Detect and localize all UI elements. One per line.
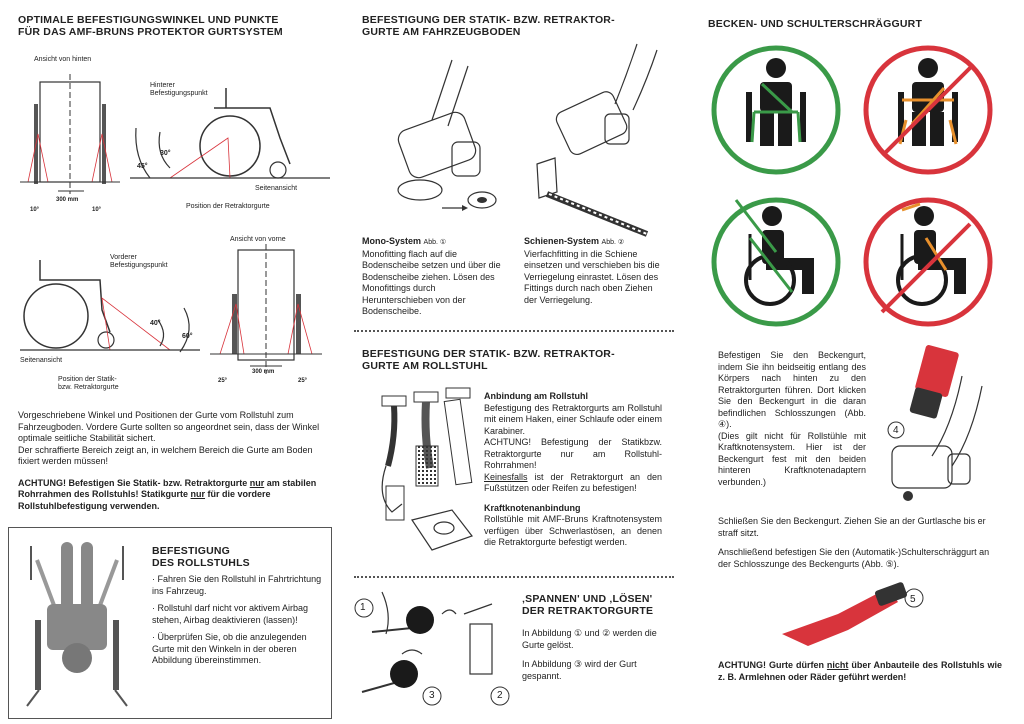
step-1-number: 1 (360, 602, 366, 613)
box-item-1: · Fahren Sie den Rollstuhl in Fahrtricht… (152, 574, 322, 596)
middle-column: BEFESTIGUNG DER STATIK- BZW. RETRAKTOR- … (352, 0, 682, 724)
rear-point-label: Hinterer Befestigungspunkt (150, 82, 208, 97)
box-title: BEFESTIGUNG DES ROLLSTUHLS (152, 545, 250, 569)
belt-position-icons (711, 45, 993, 327)
heavy-load-eye-illustration (411, 509, 473, 551)
angle-40: 40° (150, 320, 161, 327)
position-static-label: Position der Statik- bzw. Retraktorgurte (58, 376, 119, 391)
box-item-3: · Überprüfen Sie, ob die anzulegenden Gu… (152, 632, 307, 665)
side-view-label-1: Seitenansicht (255, 185, 298, 192)
hatch-paragraph: Der schraffierte Bereich zeigt an, in we… (18, 444, 313, 467)
hooks-illustration (381, 387, 473, 521)
dim-25-right: 25° (298, 378, 308, 384)
mono-system-title: Mono-System (362, 236, 422, 246)
back-view-diagram (20, 74, 120, 194)
anbindung-title: Anbindung am Rollstuhl (484, 391, 588, 401)
right-column: BECKEN- UND SCHULTERSCHRÄGGURT (700, 0, 1024, 724)
floor-fixing-title: BEFESTIGUNG DER STATIK- BZW. RETRAKTOR- … (362, 14, 615, 38)
front-view-diagram (210, 244, 322, 374)
angle-30: 30° (160, 150, 171, 157)
mono-system-text: Mono-System Abb. ① Monofitting flach auf… (362, 236, 501, 316)
left-title: OPTIMALE BEFESTIGUNGSWINKEL UND PUNKTE F… (18, 14, 283, 38)
kraftknoten-title: Kraftknotenanbindung (484, 502, 581, 513)
right-paragraph-2: Schließen Sie den Beckengurt. Ziehen Sie… (718, 516, 990, 569)
position-retractor-label: Position der Retraktorgurte (186, 203, 270, 210)
wheelchair-fixing-title: BEFESTIGUNG DER STATIK- BZW. RETRAKTOR- … (362, 348, 615, 372)
dim-10-right: 10° (92, 207, 102, 213)
anbindung-text: Anbindung am Rollstuhl Befestigung des R… (484, 391, 662, 547)
rail-system-illustration (536, 43, 658, 237)
step-2-number: 2 (497, 690, 503, 701)
left-column: OPTIMALE BEFESTIGUNGSWINKEL UND PUNKTE F… (0, 0, 335, 724)
side-view-diagram-rear (130, 88, 330, 179)
wheelchair-fixing-box: BEFESTIGUNG DES ROLLSTUHLS · Fahren Sie … (8, 527, 332, 719)
lap-belt-illustration (887, 345, 983, 501)
side-view-diagram-front (20, 260, 200, 353)
right-warning: ACHTUNG! Gurte dürfen nicht über Anbaute… (718, 660, 1002, 682)
shoulder-belt-illustration (782, 582, 924, 646)
intro-paragraph: Vorgeschriebene Winkel und Positionen de… (18, 410, 320, 443)
figure-4-number: 4 (893, 425, 899, 436)
mono-system-illustration (397, 59, 497, 211)
figure-5-number: 5 (910, 594, 916, 605)
rail-system-text: Schienen-System Abb. ② Vierfachfitting i… (524, 236, 660, 305)
left-warning: ACHTUNG! Befestigen Sie Statik- bzw. Ret… (18, 477, 317, 511)
side-view-label-2: Seitenansicht (20, 357, 63, 364)
front-point-label: Vorderer Befestigungspunkt (110, 254, 168, 269)
box-list: · Fahren Sie den Rollstuhl in Fahrtricht… (152, 574, 322, 673)
angle-60: 60° (182, 333, 193, 340)
dim-10-left: 10° (30, 207, 40, 213)
divider-1 (354, 330, 674, 332)
left-paragraphs: Vorgeschriebene Winkel und Positionen de… (18, 410, 320, 512)
dim-300-back: 300 mm (56, 197, 79, 203)
divider-2 (354, 576, 674, 578)
tension-text: In Abbildung ① und ② werden die Gurte ge… (522, 628, 657, 681)
view-back-label: Ansicht von hinten (34, 56, 92, 63)
tension-illustration (354, 591, 510, 706)
rail-system-title: Schienen-System (524, 236, 600, 246)
wheelchair-top-view (26, 542, 128, 707)
tension-title: ‚SPANNEN' UND ‚LÖSEN' DER RETRAKTORGURTE (522, 593, 654, 617)
box-item-2: · Rollstuhl darf nicht vor aktivem Airba… (152, 603, 309, 625)
angle-45: 45° (137, 163, 148, 170)
right-title: BECKEN- UND SCHULTERSCHRÄGGURT (708, 18, 923, 30)
step-3-number: 3 (429, 690, 435, 701)
right-paragraph-1: Befestigen Sie den Beckengurt, indem Sie… (718, 350, 866, 487)
view-front-label: Ansicht von vorne (230, 236, 286, 243)
dim-25-left: 25° (218, 378, 228, 384)
dim-300-front: 300 mm (252, 369, 275, 375)
